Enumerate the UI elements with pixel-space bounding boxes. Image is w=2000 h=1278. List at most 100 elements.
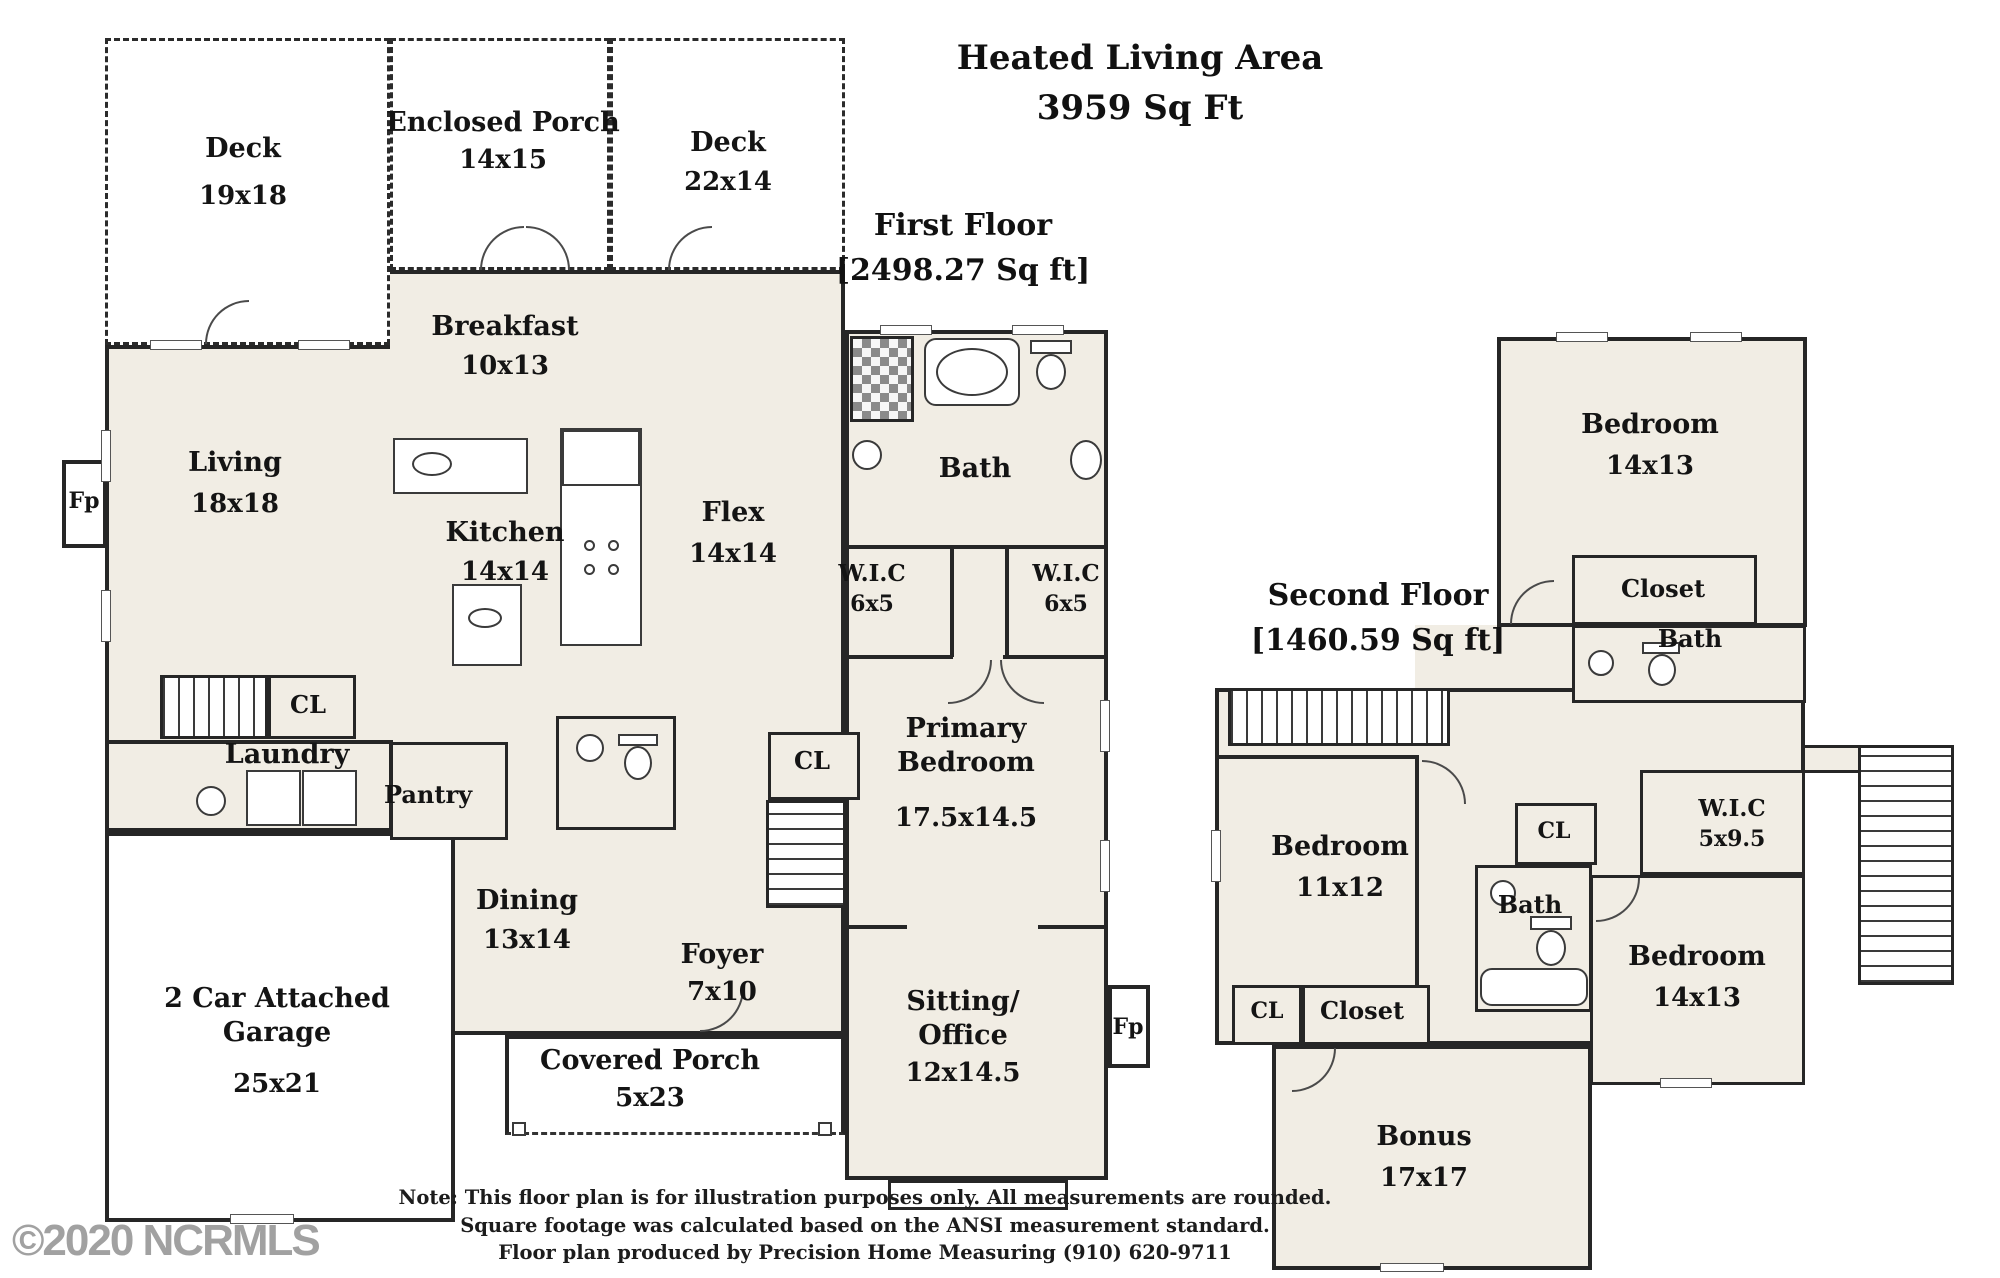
room-dims: 12x14.5 — [905, 1057, 1021, 1088]
room-label-bath: Bath — [939, 452, 1011, 486]
room-name: W.I.C — [838, 560, 906, 587]
room-dims: 17x17 — [1380, 1162, 1468, 1193]
toilet-bowl-icon — [1648, 654, 1676, 686]
room-name: Sitting/ Office — [906, 986, 1020, 1051]
closet-stairs-box — [268, 675, 356, 739]
first-floor-header: First Floor [2498.27 Sq ft] — [836, 206, 1090, 290]
room-label-enclosed-porch: Enclosed Porch 14x15 — [386, 106, 619, 176]
room-label-bonus: Bonus 17x17 — [1376, 1120, 1471, 1194]
room-name: Closet — [1620, 574, 1706, 603]
disclaimer-note: Note: This floor plan is for illustratio… — [399, 1184, 1332, 1267]
room-label-dining: Dining 13x14 — [476, 884, 578, 956]
wall-wic-right — [1005, 545, 1009, 657]
hall-closet-box — [768, 732, 860, 800]
room-name: CL — [290, 690, 326, 719]
covered-porch-area — [505, 1035, 845, 1135]
room-name: Deck — [205, 133, 281, 164]
room-label-garage: 2 Car Attached Garage 25x21 — [152, 982, 402, 1100]
room-dims: 5x23 — [615, 1082, 685, 1113]
window — [1012, 325, 1064, 335]
toilet-bowl-icon — [624, 746, 652, 780]
toilet-bowl-icon — [1536, 930, 1566, 966]
window — [1380, 1263, 1444, 1272]
laundry-sink-icon — [196, 786, 226, 816]
window — [1556, 332, 1608, 342]
room-dims: 7x10 — [687, 976, 757, 1007]
wic-upstairs-box — [1640, 770, 1805, 875]
stove-burner-icon — [584, 540, 595, 551]
room-label-cl-stairs: CL — [290, 690, 326, 720]
heated-living-area-title: Heated Living Area 3959 Sq Ft — [957, 36, 1324, 130]
note-line1: Note: This floor plan is for illustratio… — [398, 1186, 1332, 1209]
washer-icon — [246, 770, 301, 826]
room-name: Bath — [938, 453, 1012, 484]
window — [1211, 830, 1221, 882]
room-name: Fp — [68, 488, 100, 514]
powder-bath-box — [556, 716, 676, 830]
title-line2: 3959 Sq Ft — [1036, 88, 1244, 129]
kitchen-sink-icon — [412, 452, 452, 476]
toilet-tank-icon — [1642, 642, 1680, 654]
room-label-sitting-office: Sitting/ Office 12x14.5 — [898, 985, 1028, 1089]
first-floor-area: [2498.27 Sq ft] — [835, 253, 1091, 288]
room-label-breakfast: Breakfast 10x13 — [431, 310, 578, 382]
room-label-laundry: Laundry — [225, 738, 350, 772]
room-dims: 17.5x14.5 — [894, 802, 1038, 833]
wall-bedroom-left-right — [1415, 755, 1419, 985]
room-dims: 11x12 — [1296, 872, 1384, 903]
wall-bath-bottom — [845, 545, 1108, 549]
room-dims: 14x15 — [459, 144, 547, 175]
toilet-tank-icon — [1530, 916, 1572, 930]
room-label-foyer: Foyer 7x10 — [681, 938, 764, 1008]
room-dims: 10x13 — [461, 350, 549, 381]
room-label-cl-hall: CL — [794, 746, 830, 776]
window — [298, 340, 350, 350]
room-label-bath-mid: Bath — [1498, 890, 1562, 920]
room-dims: 13x14 — [483, 924, 571, 955]
room-dims: 14x14 — [689, 538, 777, 569]
room-name: Living — [188, 447, 282, 478]
bay-window — [888, 1180, 1068, 1210]
window — [1100, 840, 1110, 892]
bathtub-icon — [1480, 968, 1588, 1006]
room-name: Laundry — [224, 739, 350, 770]
wall-wic-left — [950, 545, 954, 657]
room-label-pantry: Pantry — [384, 780, 472, 810]
stairs-back — [160, 675, 268, 739]
second-floor-label: Second Floor — [1267, 578, 1489, 613]
room-dims: 22x14 — [684, 166, 772, 197]
window — [101, 590, 111, 642]
wall-wic-bottom-left — [845, 655, 953, 659]
sink-icon — [852, 440, 882, 470]
window — [150, 340, 202, 350]
closet-hall-upstairs-box — [1515, 803, 1597, 865]
room-label-wic-left: W.I.C 6x5 — [838, 560, 905, 618]
window — [230, 1214, 294, 1224]
room-name: CL — [1250, 998, 1284, 1024]
toilet-bowl-icon — [1036, 354, 1066, 390]
wall-sitting-divider-left — [845, 925, 907, 929]
room-name: 2 Car Attached Garage — [164, 983, 390, 1048]
stove-burner-icon — [608, 540, 619, 551]
enclosed-porch-area — [390, 38, 610, 270]
room-name: Bedroom — [1581, 409, 1719, 440]
deck-left-area — [105, 38, 390, 345]
primary-suite-wing — [845, 330, 1108, 1180]
fireplace-right-box — [1108, 985, 1150, 1068]
room-name: Breakfast — [431, 311, 579, 342]
room-label-bath-top: Bath — [1658, 624, 1722, 654]
room-name: W.I.C — [1032, 560, 1100, 587]
window — [880, 325, 932, 335]
room-dims: 6x5 — [1044, 590, 1088, 617]
room-name: Covered Porch — [540, 1045, 760, 1076]
pantry-box — [390, 742, 508, 840]
porch-post — [818, 1122, 832, 1136]
room-dims: 18x18 — [191, 488, 279, 519]
toilet-tank-icon — [1030, 340, 1072, 354]
room-label-bedroom-right: Bedroom 14x13 — [1628, 940, 1766, 1014]
room-name: Deck — [690, 127, 766, 158]
note-line3: Floor plan produced by Precision Home Me… — [498, 1241, 1232, 1265]
room-dims: 14x13 — [1606, 450, 1694, 481]
room-name: Flex — [701, 497, 765, 528]
sink-icon — [1070, 440, 1102, 480]
